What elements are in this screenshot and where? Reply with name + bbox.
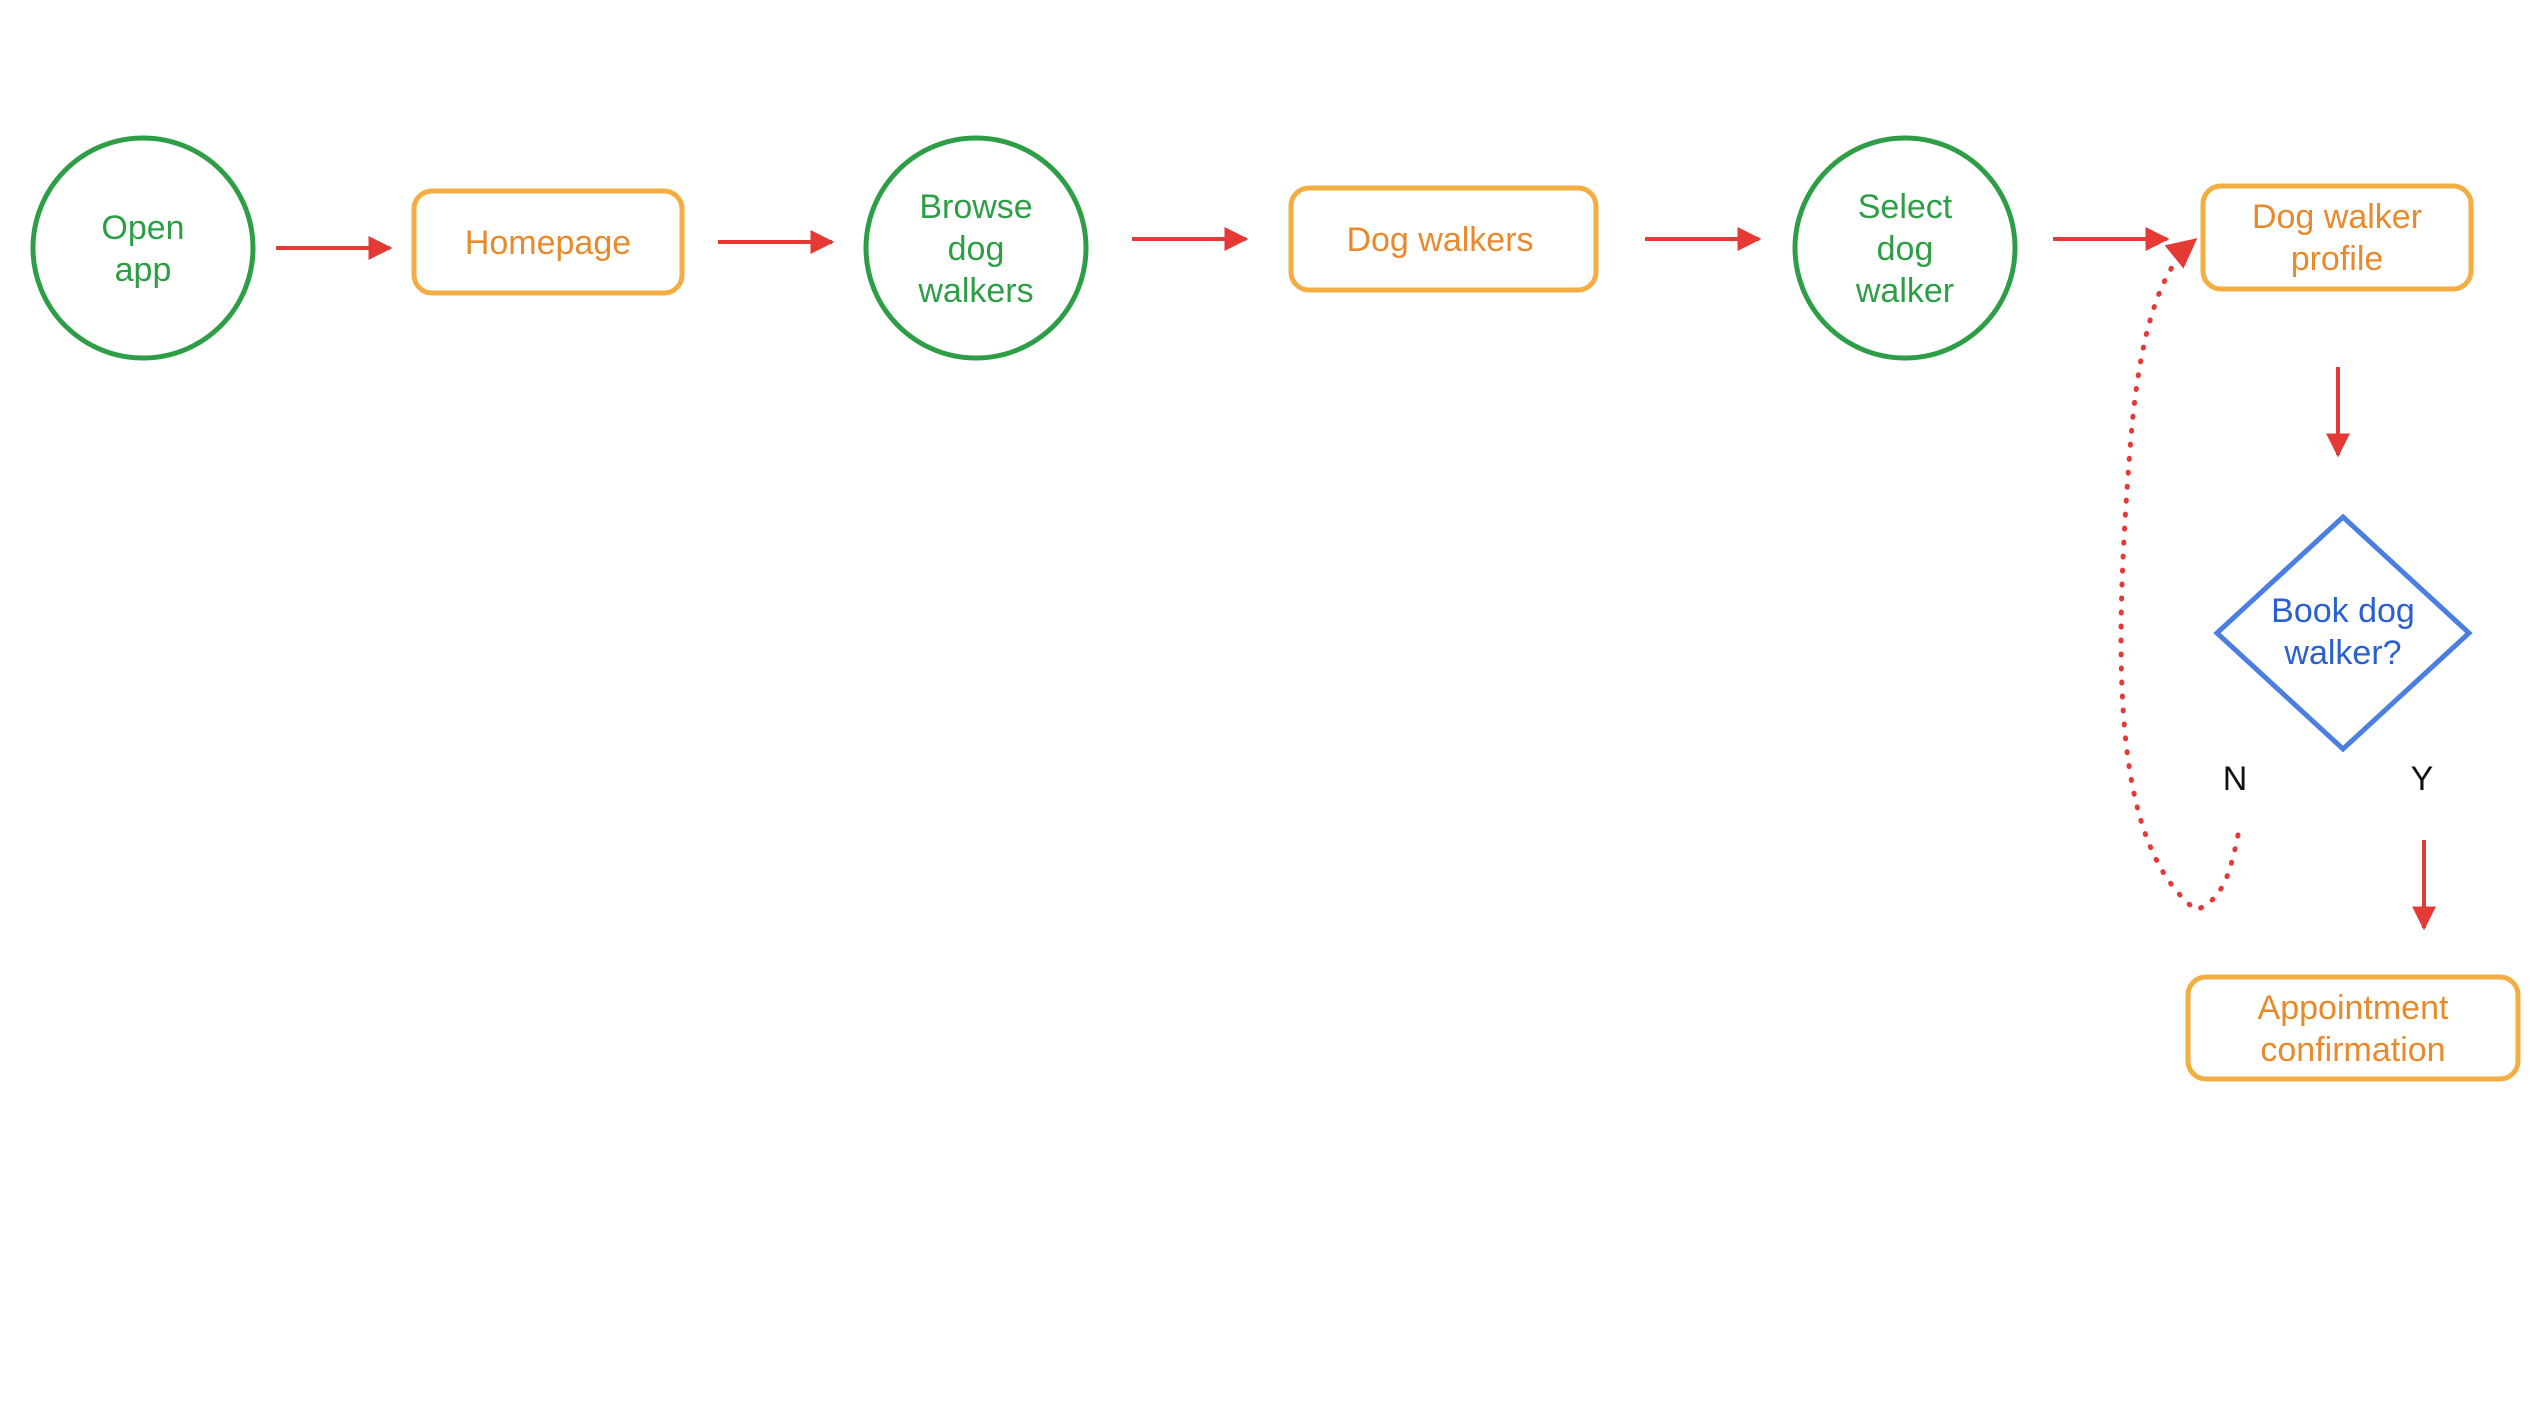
appointment-confirmation-node: [2185, 974, 2521, 1082]
select-dog-walker-node: [1792, 135, 2018, 361]
label-line: dog: [948, 230, 1005, 268]
book-dog-walker-label: Book dog walker?: [2271, 592, 2415, 672]
homepage-label: Homepage: [465, 224, 631, 262]
browse-dog-walkers-label: Browse dog walkers: [917, 188, 1033, 310]
dotted-arrow-no-back-to-profile: [2118, 237, 2241, 913]
label-line: confirmation: [2260, 1031, 2445, 1069]
dog-walker-profile-label: Dog walker profile: [2252, 198, 2422, 278]
label-line: walker: [1855, 272, 1954, 310]
label-line: walkers: [917, 272, 1033, 310]
browse-dog-walkers-node: [863, 135, 1089, 361]
label-line: Browse: [919, 188, 1032, 226]
branch-yes-label: Y: [2411, 760, 2434, 798]
dog-walkers-label: Dog walkers: [1346, 221, 1533, 259]
dog-walkers-node: [1288, 185, 1599, 293]
label-line: walker?: [2283, 634, 2401, 672]
open-app-node: [30, 135, 256, 361]
label-line: dog: [1877, 230, 1934, 268]
label-line: Dog walker: [2252, 198, 2422, 236]
open-app-label: Open app: [101, 209, 184, 289]
label-line: Book dog: [2271, 592, 2415, 630]
label-line: Dog walkers: [1346, 221, 1533, 259]
appointment-confirmation-label: Appointment confirmation: [2258, 989, 2449, 1069]
book-dog-walker-decision-node: [2213, 513, 2473, 753]
homepage-node: [411, 188, 685, 296]
label-line: app: [115, 251, 172, 289]
label-line: profile: [2291, 240, 2384, 278]
branch-no-label: N: [2223, 760, 2248, 798]
label-line: Appointment: [2258, 989, 2449, 1027]
dog-walker-profile-node: [2200, 183, 2474, 292]
label-line: Homepage: [465, 224, 631, 262]
label-line: Select: [1858, 188, 1953, 226]
label-line: Open: [101, 209, 184, 247]
select-dog-walker-label: Select dog walker: [1855, 188, 1954, 310]
